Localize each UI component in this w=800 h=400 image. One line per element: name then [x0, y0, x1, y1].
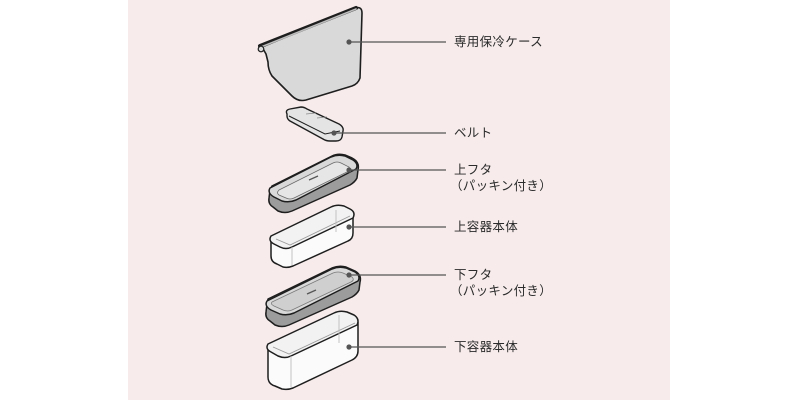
label-upper-container: 上容器本体 [454, 219, 518, 235]
leader-line-lower-container [346, 344, 446, 350]
label-lower-lid: 下フタ （パッキン付き） [450, 267, 552, 299]
leader-line-case [346, 39, 446, 45]
label-cooling-case: 専用保冷ケース [454, 34, 543, 50]
leader-line-upper-container [346, 224, 446, 230]
leader-line-upper-lid [346, 167, 446, 173]
leader-line-belt [331, 130, 446, 136]
label-text: 上容器本体 [454, 219, 519, 234]
label-belt: ベルト [454, 125, 492, 141]
label-subtext: （パッキン付き） [450, 283, 553, 298]
belt-illustration [285, 106, 344, 142]
upper-container-illustration [269, 204, 355, 269]
lower-lid-illustration [265, 265, 362, 328]
label-text: 専用保冷ケース [454, 34, 543, 49]
label-lower-container: 下容器本体 [454, 339, 518, 355]
lower-container-illustration [266, 310, 359, 391]
cooling-case-illustration [257, 6, 363, 102]
label-text: ベルト [454, 125, 493, 140]
diagram-background-panel [128, 0, 670, 400]
upper-lid-illustration [268, 153, 360, 214]
label-subtext: （パッキン付き） [450, 178, 553, 193]
label-upper-lid: 上フタ （パッキン付き） [450, 162, 552, 194]
leader-line-lower-lid [346, 272, 446, 278]
label-text: 下フタ [454, 267, 493, 282]
label-text: 下容器本体 [454, 339, 519, 354]
leader-lines [331, 39, 446, 350]
label-text: 上フタ [454, 162, 493, 177]
